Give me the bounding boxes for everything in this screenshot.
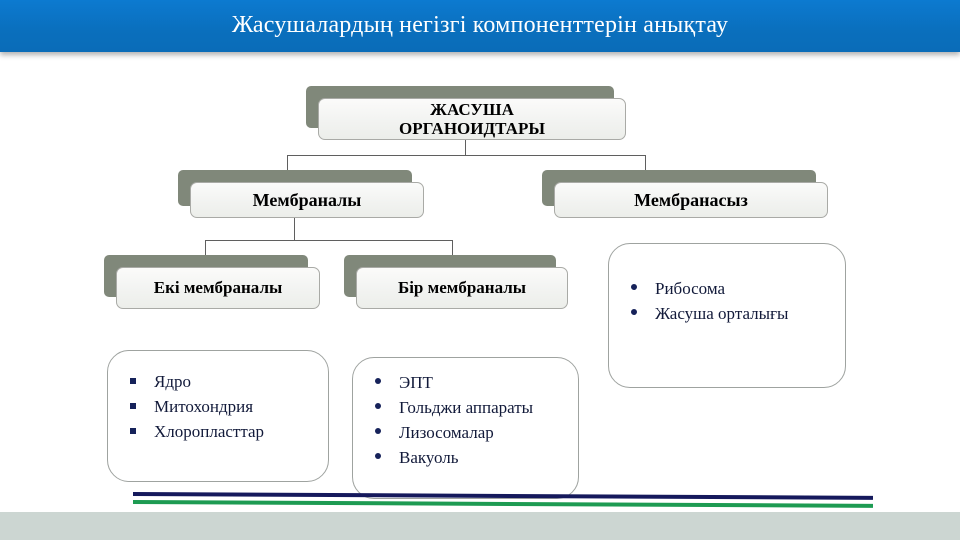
list-item-label: Хлоропласттар bbox=[154, 422, 265, 441]
connector-root-stem bbox=[465, 140, 466, 155]
node-label-line2: ОРГАНОИДТАРЫ bbox=[398, 119, 546, 138]
round-bullet-icon bbox=[375, 428, 381, 434]
list-item: Вакуоль bbox=[367, 445, 568, 470]
node-label: Екі мембраналы bbox=[153, 278, 283, 298]
connector-membrane-bar bbox=[205, 240, 452, 241]
node-label: ЖАСУША ОРГАНОИДТАРЫ bbox=[393, 100, 551, 138]
list-item-label: ЭПТ bbox=[399, 373, 433, 392]
square-bullet-icon bbox=[130, 403, 136, 409]
list-card-double-membrane[interactable]: Ядро Митохондрия Хлоропласттар bbox=[107, 350, 329, 482]
connector-to-single-membrane bbox=[452, 240, 453, 256]
square-bullet-icon bbox=[130, 378, 136, 384]
list-item-label: Вакуоль bbox=[399, 448, 459, 467]
page-title: Жасушалардың негізгі компоненттерін анық… bbox=[231, 12, 729, 38]
round-bullet-icon bbox=[375, 378, 381, 384]
bullet-list: ЭПТ Гольджи аппараты Лизосомалар Вакуоль bbox=[367, 370, 568, 470]
list-card-nonmembrane[interactable]: Рибосома Жасуша орталығы bbox=[608, 243, 846, 388]
node-face: Бір мембраналы bbox=[356, 267, 568, 309]
connector-to-membrane bbox=[287, 155, 288, 171]
connector-to-nonmembrane bbox=[645, 155, 646, 171]
list-item: Гольджи аппараты bbox=[367, 395, 568, 420]
list-item-label: Ядро bbox=[154, 372, 191, 391]
node-cell-organelles[interactable]: ЖАСУША ОРГАНОИДТАРЫ bbox=[306, 86, 626, 140]
bullet-list: Ядро Митохондрия Хлоропласттар bbox=[122, 369, 318, 444]
round-bullet-icon bbox=[375, 403, 381, 409]
list-item-label: Жасуша орталығы bbox=[655, 304, 789, 323]
list-item: Митохондрия bbox=[122, 394, 318, 419]
round-bullet-icon bbox=[631, 309, 637, 315]
connector-membrane-stem bbox=[294, 218, 295, 240]
round-bullet-icon bbox=[375, 453, 381, 459]
node-double-membrane[interactable]: Екі мембраналы bbox=[104, 255, 320, 309]
list-item: ЭПТ bbox=[367, 370, 568, 395]
list-item: Рибосома bbox=[623, 276, 835, 301]
connector-to-double-membrane bbox=[205, 240, 206, 256]
node-membrane[interactable]: Мембраналы bbox=[178, 170, 424, 218]
node-label: Бір мембраналы bbox=[397, 278, 527, 298]
list-item: Хлоропласттар bbox=[122, 419, 318, 444]
node-face: Мембраналы bbox=[190, 182, 424, 218]
node-label-line1: ЖАСУША bbox=[430, 99, 514, 119]
list-item-label: Митохондрия bbox=[154, 397, 254, 416]
list-item-label: Гольджи аппараты bbox=[399, 398, 534, 417]
node-nonmembrane[interactable]: Мембранасыз bbox=[542, 170, 828, 218]
list-card-single-membrane[interactable]: ЭПТ Гольджи аппараты Лизосомалар Вакуоль bbox=[352, 357, 579, 499]
list-item-label: Рибосома bbox=[655, 279, 726, 298]
node-face: Екі мембраналы bbox=[116, 267, 320, 309]
decorative-rule-green bbox=[132, 500, 874, 508]
footer-band bbox=[0, 512, 960, 540]
node-face: ЖАСУША ОРГАНОИДТАРЫ bbox=[318, 98, 626, 140]
square-bullet-icon bbox=[130, 428, 136, 434]
list-item-label: Лизосомалар bbox=[399, 423, 494, 442]
list-item: Лизосомалар bbox=[367, 420, 568, 445]
round-bullet-icon bbox=[631, 284, 637, 290]
list-item: Ядро bbox=[122, 369, 318, 394]
node-single-membrane[interactable]: Бір мембраналы bbox=[344, 255, 568, 309]
connector-root-bar bbox=[287, 155, 646, 156]
bullet-list: Рибосома Жасуша орталығы bbox=[623, 276, 835, 326]
slide-header-banner: Жасушалардың негізгі компоненттерін анық… bbox=[0, 0, 960, 52]
node-label: Мембраналы bbox=[252, 189, 362, 210]
list-item: Жасуша орталығы bbox=[623, 301, 835, 326]
node-label: Мембранасыз bbox=[634, 189, 748, 210]
node-face: Мембранасыз bbox=[554, 182, 828, 218]
